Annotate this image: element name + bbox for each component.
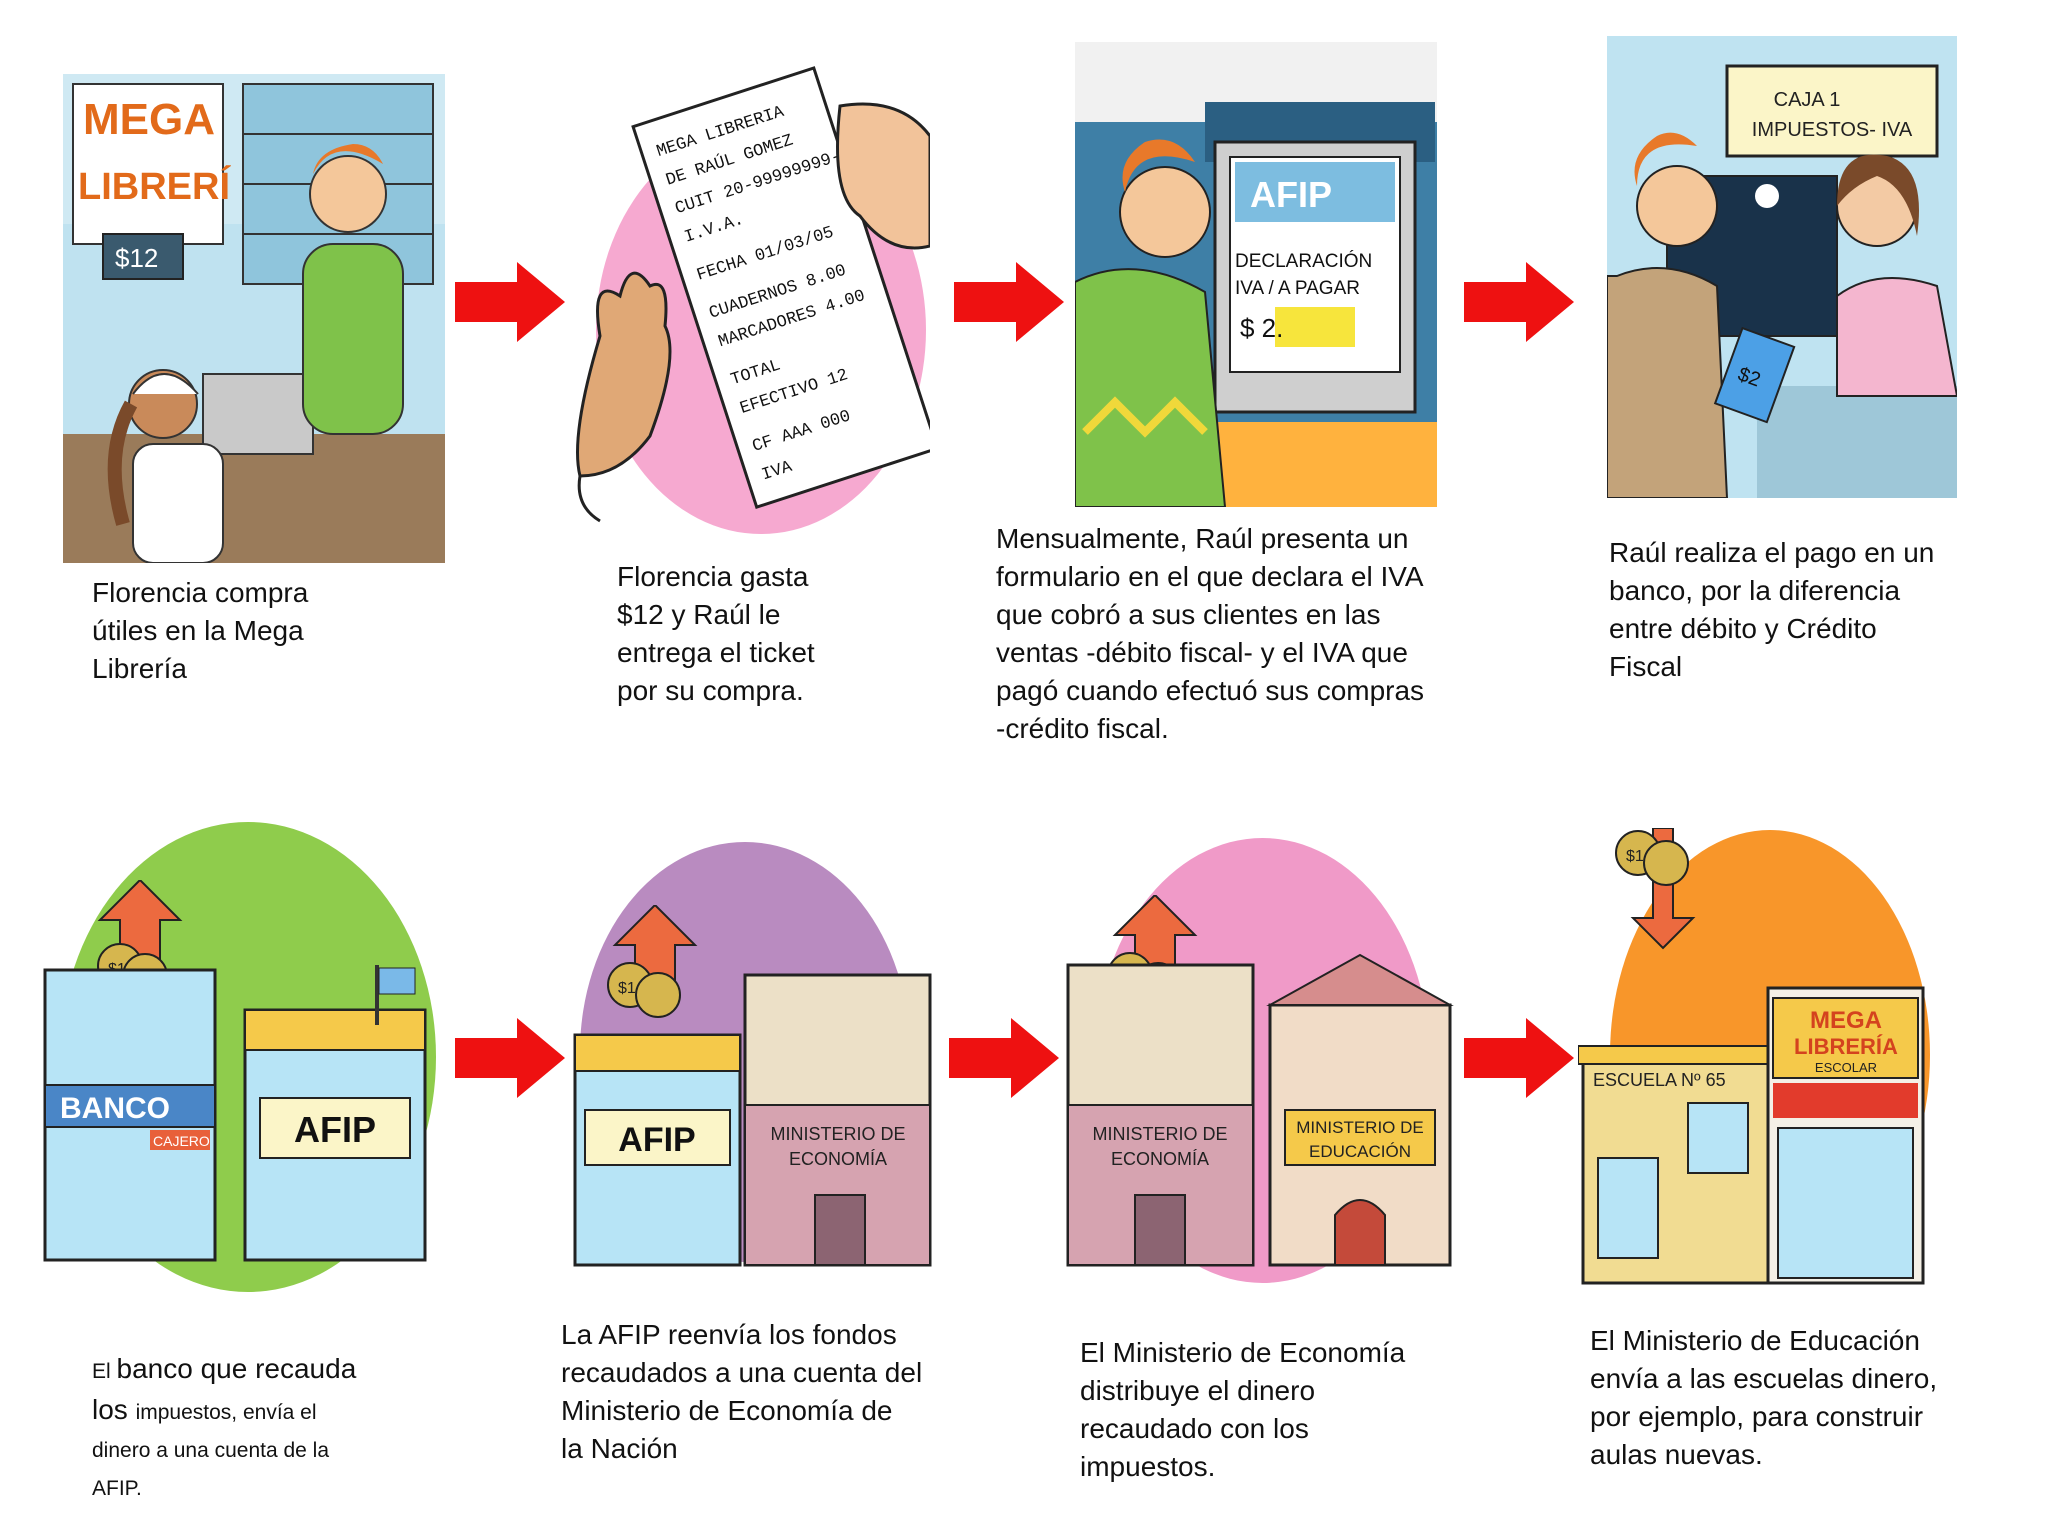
shop-sign-line-1: MEGA xyxy=(1810,1007,1882,1034)
computer-illustration: AFIP DECLARACIÓN IVA / A PAGAR $ 2. xyxy=(1075,42,1437,507)
bank-afip-illustration: $1 BANCO CAJERO AFIP xyxy=(30,880,450,1270)
atm-sign: CAJERO xyxy=(153,1133,210,1149)
economy-sign-line-1: MINISTERIO DE xyxy=(1092,1124,1227,1144)
arrow-right-icon xyxy=(1464,262,1574,342)
bookstore-illustration: MEGA LIBRERÍ $12 xyxy=(63,74,445,563)
economy-sign-line-2: ECONOMÍA xyxy=(1111,1149,1209,1169)
step-6-caption: La AFIP reenvía los fondos recaudados a … xyxy=(561,1319,923,1464)
education-sign-line-1: MINISTERIO DE xyxy=(1296,1118,1424,1137)
store-sign-mega: MEGA xyxy=(83,95,215,144)
bank-counter-illustration: CAJA 1 IMPUESTOS- IVA $2 xyxy=(1607,36,1957,498)
ministries-illustration: $1 MINISTERIO DE ECONOMÍA MINISTERIO DE … xyxy=(1060,895,1455,1275)
afip-ministry-illustration: $1 AFIP MINISTERIO DE ECONOMÍA xyxy=(570,905,940,1275)
afip-screen-logo: AFIP xyxy=(1250,174,1332,215)
step-5-caption: El banco que recauda los impuestos, enví… xyxy=(92,1353,357,1500)
ministry-sign-line-2: ECONOMÍA xyxy=(789,1149,887,1169)
counter-sign-line-2: IMPUESTOS- IVA xyxy=(1752,119,1913,141)
counter-sign-line-1: CAJA 1 xyxy=(1774,89,1841,111)
school-sign: ESCUELA Nº 65 xyxy=(1593,1070,1726,1090)
education-sign-line-2: EDUCACIÓN xyxy=(1309,1142,1411,1161)
price-display: $12 xyxy=(115,243,158,273)
shop-sign-line-2: LIBRERÍA xyxy=(1794,1034,1898,1059)
screen-line-1: DECLARACIÓN xyxy=(1235,250,1372,272)
arrow-right-icon xyxy=(455,262,565,342)
step-4-caption: Raúl realiza el pago en un banco, por la… xyxy=(1609,537,1935,682)
ministry-sign-line-1: MINISTERIO DE xyxy=(770,1124,905,1144)
screen-amount: $ 2. xyxy=(1240,313,1283,343)
step-3-caption: Mensualmente, Raúl presenta un formulari… xyxy=(996,523,1425,744)
arrow-right-icon xyxy=(455,1018,565,1098)
arrow-right-icon xyxy=(949,1018,1059,1098)
arrow-right-icon xyxy=(1464,1018,1574,1098)
step-2-caption: Florencia gasta $12 y Raúl le entrega el… xyxy=(617,561,815,706)
afip-building-sign: AFIP xyxy=(294,1109,376,1150)
step-1-caption: Florencia compra útiles en la Mega Libre… xyxy=(92,577,309,684)
coin-label: $1 xyxy=(618,980,636,997)
store-sign-libreria: LIBRERÍ xyxy=(78,164,231,208)
bank-sign: BANCO xyxy=(60,1092,170,1125)
shop-sign-line-3: ESCOLAR xyxy=(1815,1060,1877,1075)
receipt-illustration: MEGA LIBRERIA DE RAÚL GOMEZ CUIT 20-9999… xyxy=(560,56,930,526)
school-store-illustration: $1 ESCUELA Nº 65 MEGA LIBRERÍA ESCOLAR xyxy=(1578,828,1928,1288)
screen-line-2: IVA / A PAGAR xyxy=(1235,278,1360,299)
coin-label: $1 xyxy=(1626,848,1644,865)
afip-building-sign: AFIP xyxy=(618,1121,695,1159)
step-8-caption: El Ministerio de Educación envía a las e… xyxy=(1590,1325,1938,1470)
arrow-right-icon xyxy=(954,262,1064,342)
step-7-caption: El Ministerio de Economía distribuye el … xyxy=(1080,1337,1406,1482)
